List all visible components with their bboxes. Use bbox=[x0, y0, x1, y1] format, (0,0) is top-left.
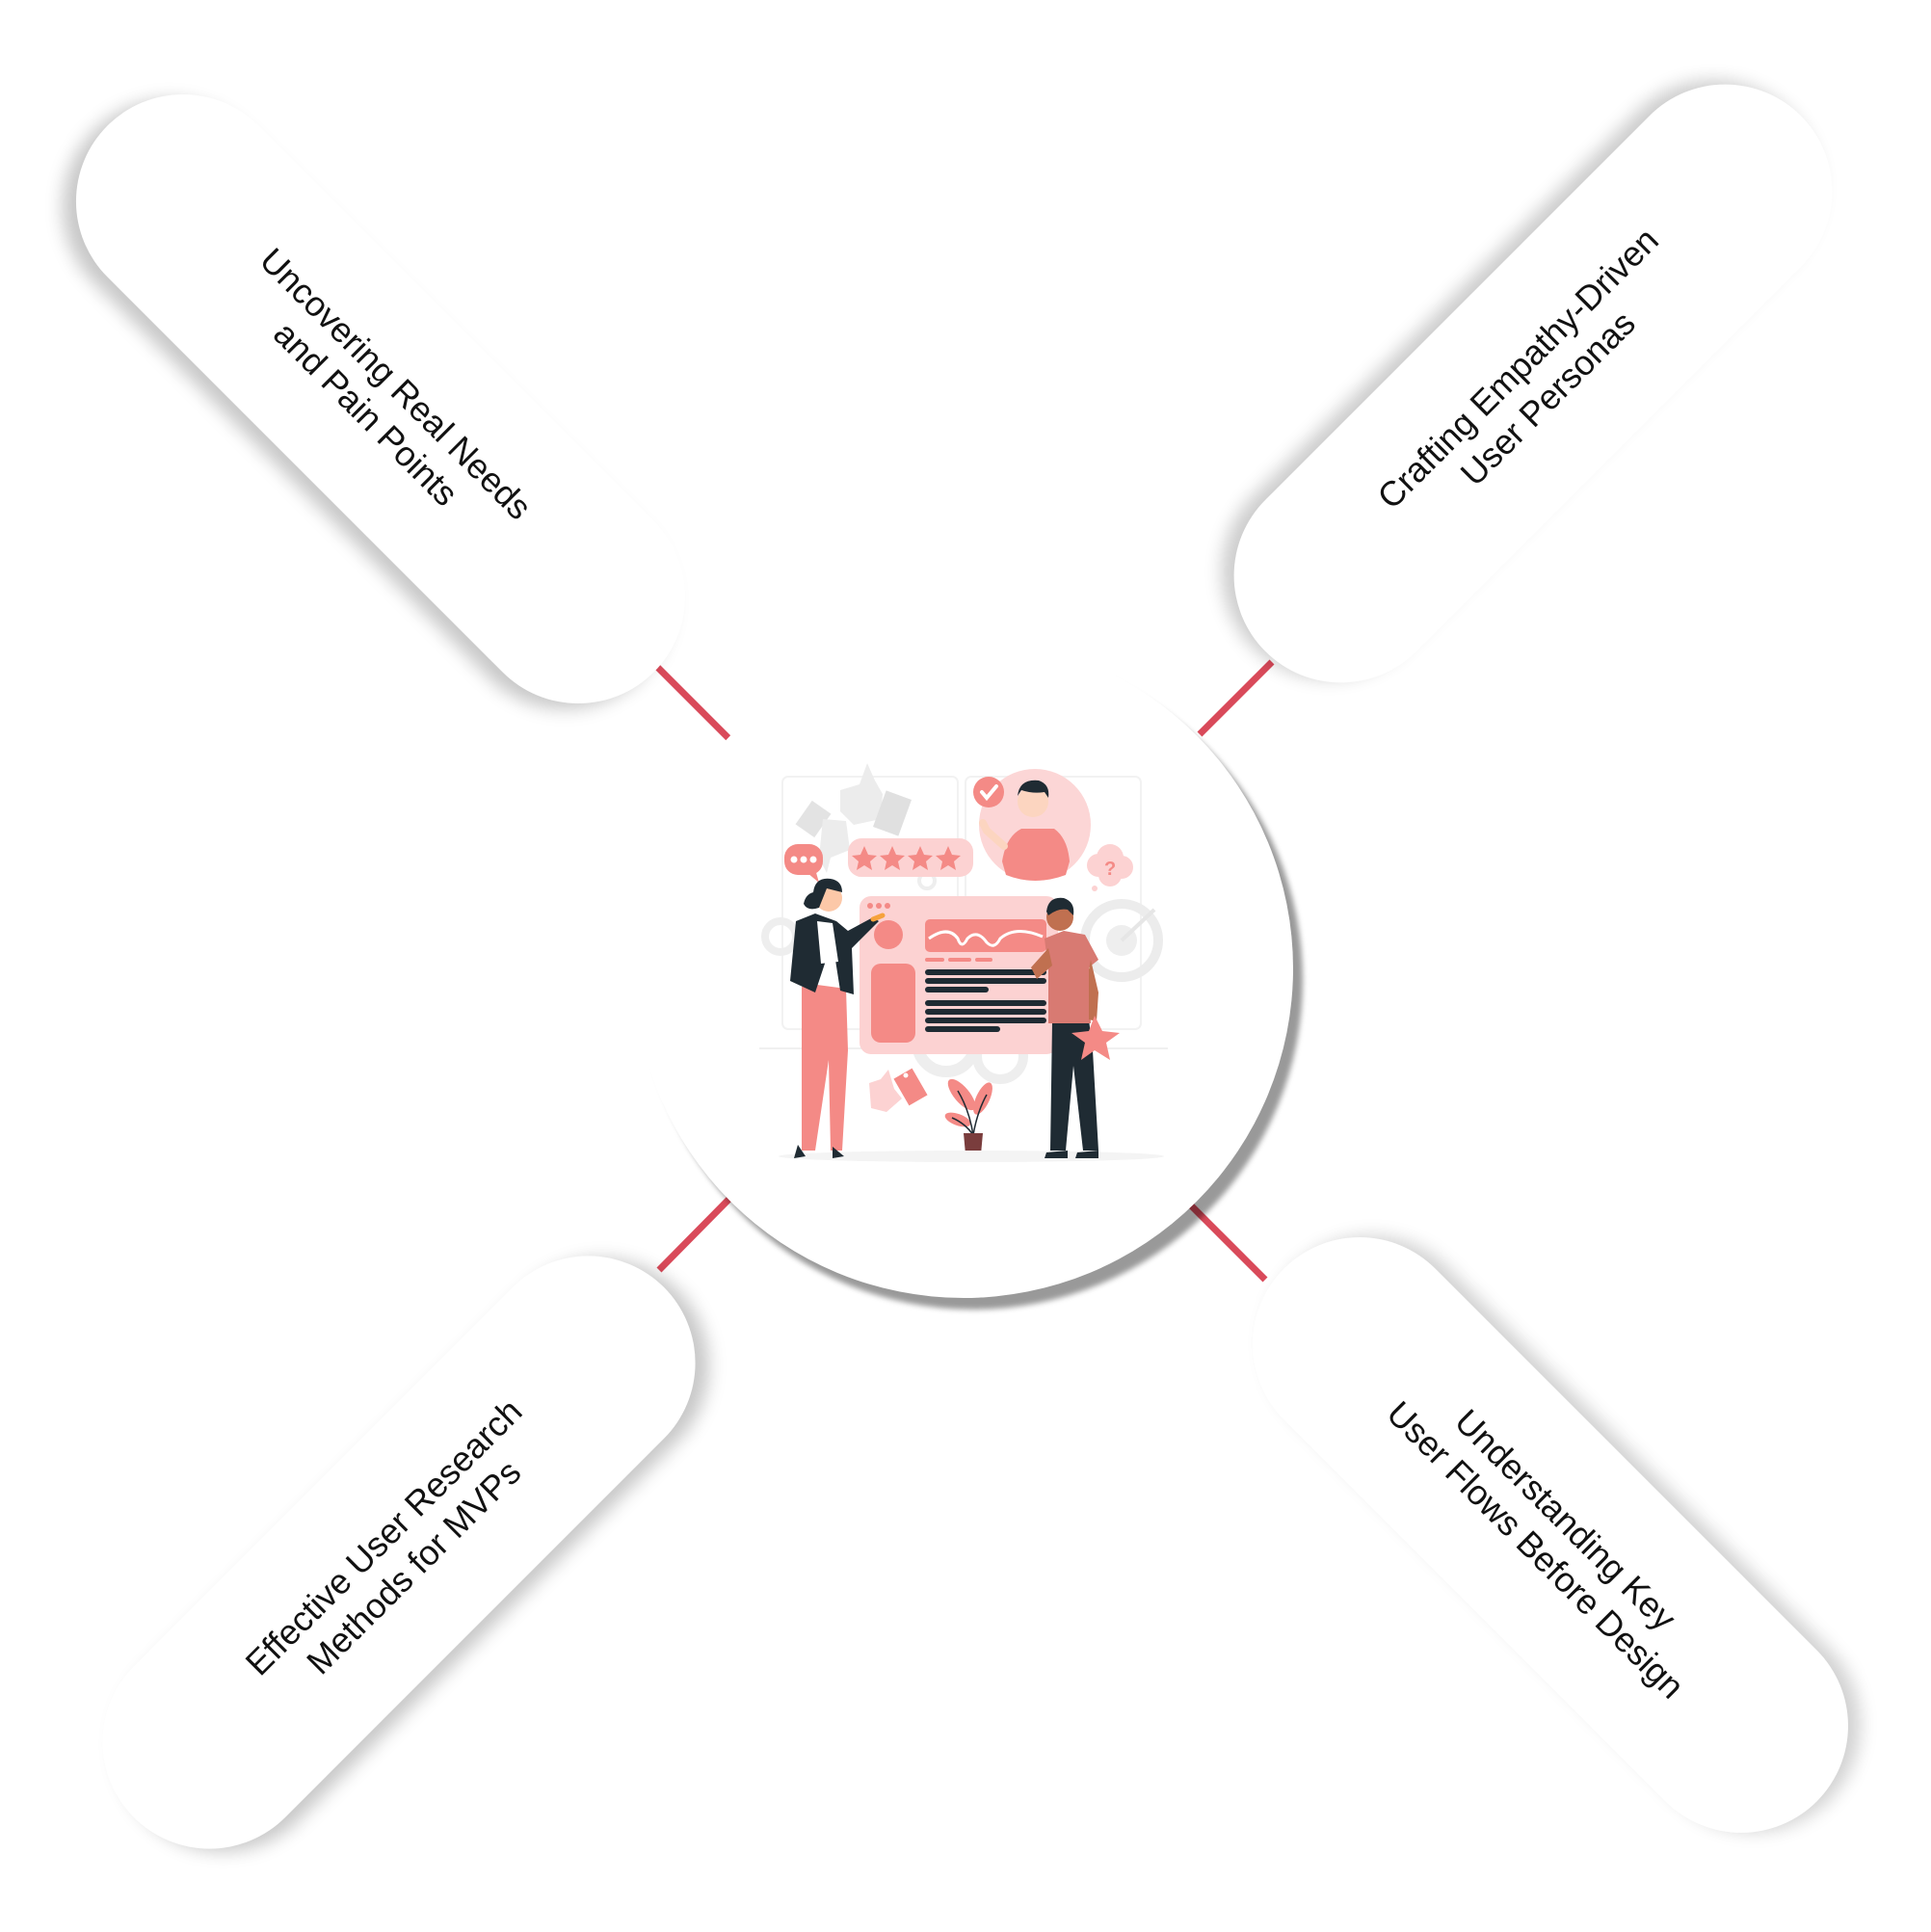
connector-bottom-right bbox=[1187, 1202, 1268, 1283]
man-figure bbox=[1031, 897, 1120, 1158]
connector-top-left bbox=[652, 662, 732, 742]
connector-top-right bbox=[1197, 659, 1275, 737]
thumbs-up-pink-icon bbox=[869, 1068, 928, 1112]
svg-text:?: ? bbox=[1104, 859, 1116, 880]
woman-figure bbox=[790, 878, 886, 1158]
thumbs-up-grey-icon bbox=[840, 763, 912, 836]
website-mockup bbox=[860, 896, 1058, 1054]
chat-bubble-icon bbox=[784, 844, 823, 883]
user-research-illustration: ? bbox=[759, 763, 1168, 1162]
question-thought-icon: ? bbox=[1087, 844, 1133, 891]
persona-avatar-icon bbox=[973, 769, 1091, 881]
thumbs-down-grey-icon bbox=[795, 800, 850, 873]
potted-plant-icon bbox=[944, 1078, 992, 1154]
connector-bottom-left bbox=[656, 1196, 732, 1273]
star-rating-icon bbox=[848, 838, 973, 877]
